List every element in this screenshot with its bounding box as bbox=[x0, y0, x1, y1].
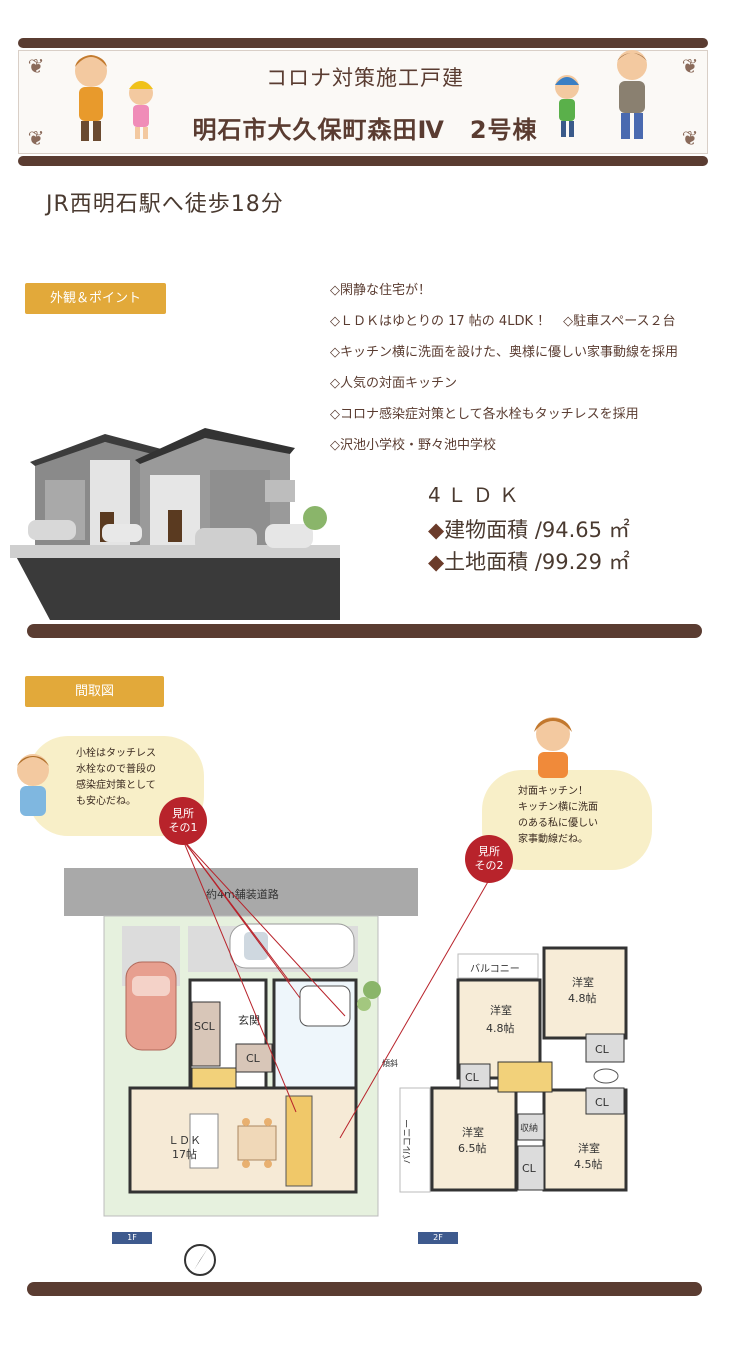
bubble-line: 家事動線だね。 bbox=[518, 834, 588, 845]
room-2f-3-size: 6.5帖 bbox=[458, 1142, 487, 1155]
room-2f-cl3: CL bbox=[595, 1096, 610, 1109]
bubble-text-right: 対面キッチン！ キッチン横に洗面 のある私に優しい 家事動線だね。 bbox=[518, 784, 636, 848]
callout-line: 見所 bbox=[172, 807, 194, 820]
room-2f-cl2: CL bbox=[595, 1043, 610, 1056]
room-ldk: ＬＤＫ bbox=[168, 1134, 201, 1147]
road-label: 約4m舗装道路 bbox=[206, 887, 279, 901]
room-2f-4: 洋室 bbox=[578, 1141, 600, 1155]
bubble-line: 水栓なので普段の bbox=[76, 764, 156, 775]
family-illustration-right bbox=[555, 50, 647, 139]
bubble-line: 小栓はタッチレス bbox=[76, 748, 156, 759]
ornament-icon: ❦ bbox=[27, 126, 45, 150]
banner-bottom-rule bbox=[18, 156, 708, 166]
room-2f-4-size: 4.5帖 bbox=[574, 1158, 603, 1171]
boy-character bbox=[17, 754, 49, 816]
ornament-icon: ❦ bbox=[27, 54, 45, 78]
floor-tag-2f: 2F bbox=[418, 1232, 458, 1244]
diamond-icon: ◆ bbox=[428, 518, 445, 542]
floor-plans: 約4m舗装道路 SCL 玄関 CL ＬＤＫ 17帖 傾斜 バルコニー 洋室 4.… bbox=[64, 840, 628, 1217]
bubble-line: も安心だね。 bbox=[76, 796, 136, 807]
feature-point: ◇ＬＤＫはゆとりの 17 帖の 4LDK ！ ◇駐車スペース２台 bbox=[330, 314, 676, 329]
bubble-line: のある私に優しい bbox=[518, 818, 598, 829]
banner-title: 明石市大久保町森田Ⅳ 2号棟 bbox=[192, 116, 538, 144]
callout-highlight-2: 見所 その2 bbox=[465, 835, 513, 883]
room-2f-3: 洋室 bbox=[462, 1125, 484, 1139]
callout-line: 見所 bbox=[478, 845, 500, 858]
section-label-exterior: 外観＆ポイント bbox=[25, 283, 166, 314]
land-area: ◆土地面積 /99.29 ㎡ bbox=[428, 546, 630, 576]
slope-label: 傾斜 bbox=[382, 1058, 398, 1068]
floor-tag-1f: 1F bbox=[112, 1232, 152, 1244]
balcony-side: バルコニー bbox=[402, 1119, 413, 1164]
feature-point: ◇閑静な住宅が！ bbox=[330, 283, 431, 298]
station-access: JR西明石駅へ徒歩18分 bbox=[46, 192, 284, 217]
room-2f-1: 洋室 bbox=[490, 1003, 512, 1017]
bubble-line: 感染症対策として bbox=[76, 780, 156, 791]
room-2f-2: 洋室 bbox=[572, 975, 594, 989]
feature-point: ◇沢池小学校・野々池中学校 bbox=[330, 438, 496, 453]
layout-type: 4ＬＤＫ bbox=[428, 483, 525, 507]
bubble-line: キッチン横に洗面 bbox=[518, 802, 598, 813]
callout-line: その2 bbox=[474, 859, 504, 872]
title-banner: ❦ ❦ ❦ ❦ bbox=[18, 50, 708, 154]
bubble-line: 対面キッチン！ bbox=[518, 786, 588, 797]
callout-line: その1 bbox=[168, 821, 198, 834]
section-label-floorplan: 間取図 bbox=[25, 676, 164, 707]
room-2f-storage: 収納 bbox=[520, 1122, 538, 1134]
banner-subtitle: コロナ対策施工戸建 bbox=[266, 66, 464, 90]
callout-highlight-1: 見所 その1 bbox=[159, 797, 207, 845]
feature-point: ◇人気の対面キッチン bbox=[330, 376, 457, 391]
section-divider bbox=[27, 624, 702, 638]
exterior-rendering bbox=[10, 428, 340, 620]
compass-icon bbox=[184, 1244, 216, 1276]
footer-divider bbox=[27, 1282, 702, 1296]
room-ldk-size: 17帖 bbox=[172, 1148, 197, 1161]
room-cl: CL bbox=[246, 1052, 261, 1065]
land-area-text: 土地面積 /99.29 ㎡ bbox=[444, 550, 630, 574]
room-2f-cl4: CL bbox=[522, 1162, 537, 1175]
top-rule bbox=[18, 38, 708, 48]
room-entrance: 玄関 bbox=[238, 1013, 260, 1027]
building-area-text: 建物面積 /94.65 ㎡ bbox=[444, 518, 630, 542]
feature-point: ◇キッチン横に洗面を設けた、奥様に優しい家事動線を採用 bbox=[330, 345, 678, 360]
room-2f-1-size: 4.8帖 bbox=[486, 1022, 515, 1035]
building-area: ◆建物面積 /94.65 ㎡ bbox=[428, 514, 630, 544]
room-2f-2-size: 4.8帖 bbox=[568, 992, 597, 1005]
diamond-icon: ◆ bbox=[428, 550, 445, 574]
girl-character bbox=[534, 717, 572, 778]
bubble-text-left: 小栓はタッチレス 水栓なので普段の 感染症対策として も安心だね。 bbox=[76, 746, 194, 810]
feature-point: ◇コロナ感染症対策として各水栓もタッチレスを採用 bbox=[330, 407, 639, 422]
family-illustration-left bbox=[75, 55, 153, 141]
ornament-icon: ❦ bbox=[681, 126, 699, 150]
room-scl: SCL bbox=[194, 1020, 216, 1033]
feature-points: ◇閑静な住宅が！ ◇ＬＤＫはゆとりの 17 帖の 4LDK ！ ◇駐車スペース２… bbox=[330, 282, 678, 468]
room-2f-cl1: CL bbox=[465, 1071, 480, 1084]
ornament-icon: ❦ bbox=[681, 54, 699, 78]
balcony-top: バルコニー bbox=[470, 963, 520, 975]
